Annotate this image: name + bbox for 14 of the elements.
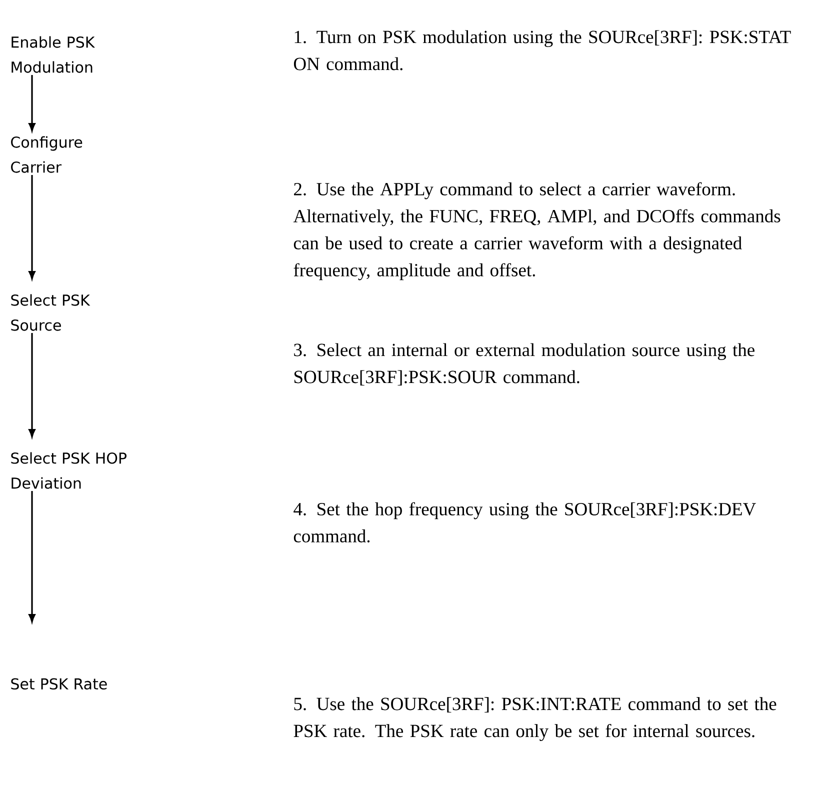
arrow [28,75,36,132]
step-description: 1. Turn on PSK modulation using the SOURce[3RF]: PSK:STAT ON command. [294,30,791,70]
arrow [28,491,36,622]
step-description: 2. Use the APPLy command to select a carrier waveform. Alternatively, the FUNC, FREQ, AMPl, and DCOffs commands can be used to create a carrier waveform with a designated frequency, amplitude and offset. [293,182,780,280]
step-label: Set PSK Rate [11,678,107,690]
arrow [28,175,36,280]
step-description: 4. Set the hop frequency using the SOURce[3RF]:PSK:DEV command. [294,502,756,542]
step-description: 3. Select an internal or external modulation source using the SOURce[3RF]:PSK:SOUR command. [294,343,754,386]
arrow [28,333,36,438]
step-description: 5. Use the SOURce[3RF]: PSK:INT:RATE command to set the PSK rate. The PSK rate can only be set for internal sources. [294,697,776,742]
step-label: Enable PSK Modulation [12,36,96,73]
step-label: Select PSK HOP Deviation [11,452,126,489]
step-label: Select PSK Source [11,294,90,331]
step-label: Configure Carrier [11,136,82,173]
